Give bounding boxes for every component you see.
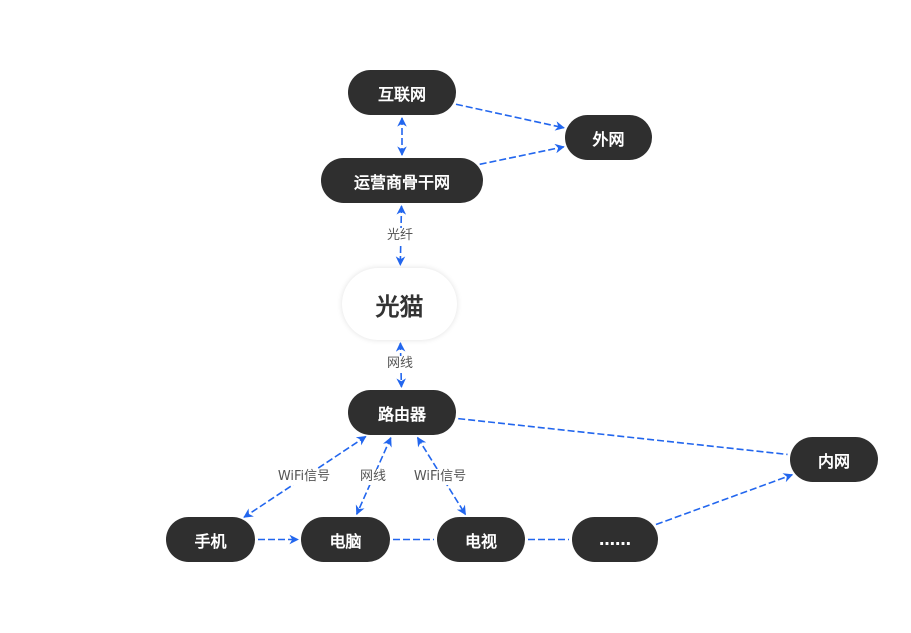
node-optical-modem[interactable]: 光猫 bbox=[342, 268, 457, 340]
node-router[interactable]: 路由器 bbox=[348, 390, 456, 435]
edge-internet-external bbox=[455, 103, 565, 131]
node-isp-backbone[interactable]: 运营商骨干网 bbox=[321, 158, 483, 203]
node-external-network[interactable]: 外网 bbox=[565, 115, 652, 160]
node-tv[interactable]: 电视 bbox=[437, 517, 525, 562]
edge-router-intranet bbox=[458, 417, 788, 456]
edge-label-fiber: 光纤 bbox=[384, 228, 416, 244]
edge-label-cable-modem-router: 网线 bbox=[384, 356, 416, 372]
edge-more-intranet bbox=[655, 473, 794, 526]
node-computer[interactable]: 电脑 bbox=[301, 517, 390, 562]
edge-isp_backbone-external bbox=[479, 143, 565, 166]
node-internet[interactable]: 互联网 bbox=[348, 70, 456, 115]
node-phone[interactable]: 手机 bbox=[166, 517, 255, 562]
edge-label-wifi-tv: WiFi信号 bbox=[411, 469, 469, 485]
node-intranet[interactable]: 内网 bbox=[790, 437, 878, 482]
edge-label-cable-computer: 网线 bbox=[357, 469, 389, 485]
node-more-devices[interactable]: …… bbox=[572, 517, 658, 562]
edge-label-wifi-phone: WiFi信号 bbox=[275, 469, 333, 485]
